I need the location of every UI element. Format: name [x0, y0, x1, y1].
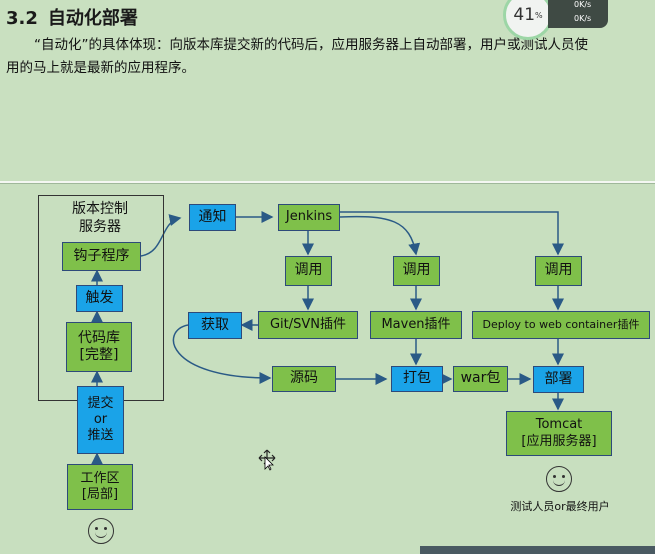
vcs-server-label: 版本控制 服务器 [72, 201, 128, 236]
source-code-box: 源码 [272, 366, 336, 392]
deploy-box: 部署 [533, 366, 584, 393]
download-speed: 0K/s [574, 14, 592, 23]
upload-speed: 0K/s [574, 0, 592, 9]
page-divider-shadow [0, 183, 655, 184]
network-speed-panel[interactable]: 0K/s 0K/s [548, 0, 608, 28]
workspace-box: 工作区 [局部] [67, 464, 133, 510]
commit-push-box: 提交 or 推送 [77, 386, 124, 454]
description-paragraph: “自动化”的具体体现：向版本库提交新的代码后，应用服务器上自动部署，用户或测试人… [6, 37, 588, 76]
tomcat-box: Tomcat [应用服务器] [506, 411, 612, 456]
developer-smiley-icon [88, 518, 114, 544]
end-user-smiley-icon [546, 466, 572, 492]
git-svn-plugin-box: Git/SVN插件 [258, 311, 358, 339]
end-user-label: 测试人员or最终用户 [510, 500, 610, 513]
fetch-box: 获取 [188, 312, 242, 339]
gauge-unit: % [535, 10, 543, 20]
maven-plugin-box: Maven插件 [370, 311, 462, 339]
section-heading: 3.2 自动化部署 [6, 4, 138, 30]
invoke-maven-box: 调用 [393, 256, 440, 286]
trigger-box: 触发 [76, 285, 123, 312]
hook-program-box: 钩子程序 [62, 242, 141, 271]
invoke-deploy-box: 调用 [535, 256, 582, 286]
repository-box: 代码库 [完整] [66, 322, 132, 372]
invoke-git-box: 调用 [285, 256, 332, 286]
war-package-box: war包 [453, 366, 508, 392]
move-cursor-icon [258, 449, 276, 471]
section-title: 自动化部署 [47, 8, 138, 29]
package-box: 打包 [391, 366, 443, 392]
jenkins-box: Jenkins [278, 204, 340, 231]
deploy-plugin-box: Deploy to web container插件 [472, 311, 650, 339]
page-divider [0, 181, 655, 183]
section-number: 3.2 [6, 8, 38, 29]
gauge-value: 41 [513, 5, 536, 25]
bottom-toolbar[interactable] [420, 546, 655, 554]
notify-box: 通知 [189, 204, 236, 231]
